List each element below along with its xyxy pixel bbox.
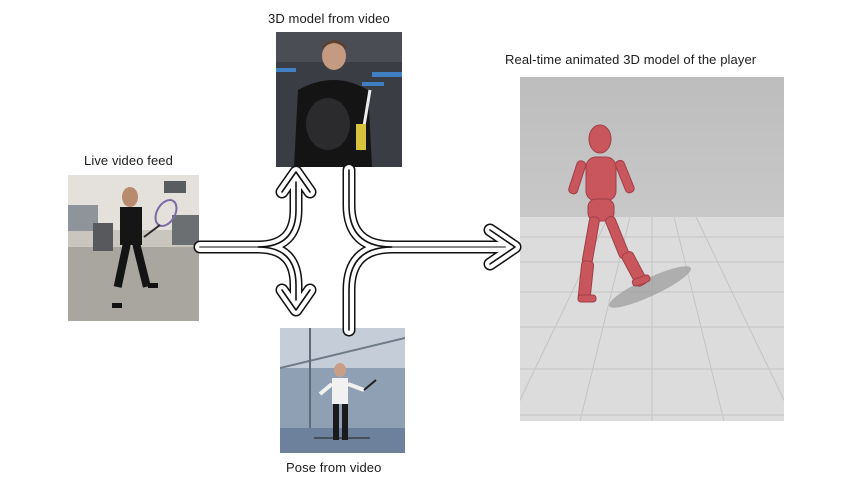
live-feed-label: Live video feed <box>84 153 173 168</box>
pose-from-video-label: Pose from video <box>286 460 382 475</box>
model-from-video-label: 3D model from video <box>268 11 390 26</box>
animated-model-label: Real-time animated 3D model of the playe… <box>505 52 757 67</box>
pose-from-video-image <box>280 328 405 453</box>
live-video-feed-image <box>68 175 199 321</box>
3d-model-from-video-image <box>276 32 402 167</box>
animated-3d-model-image <box>520 77 784 421</box>
